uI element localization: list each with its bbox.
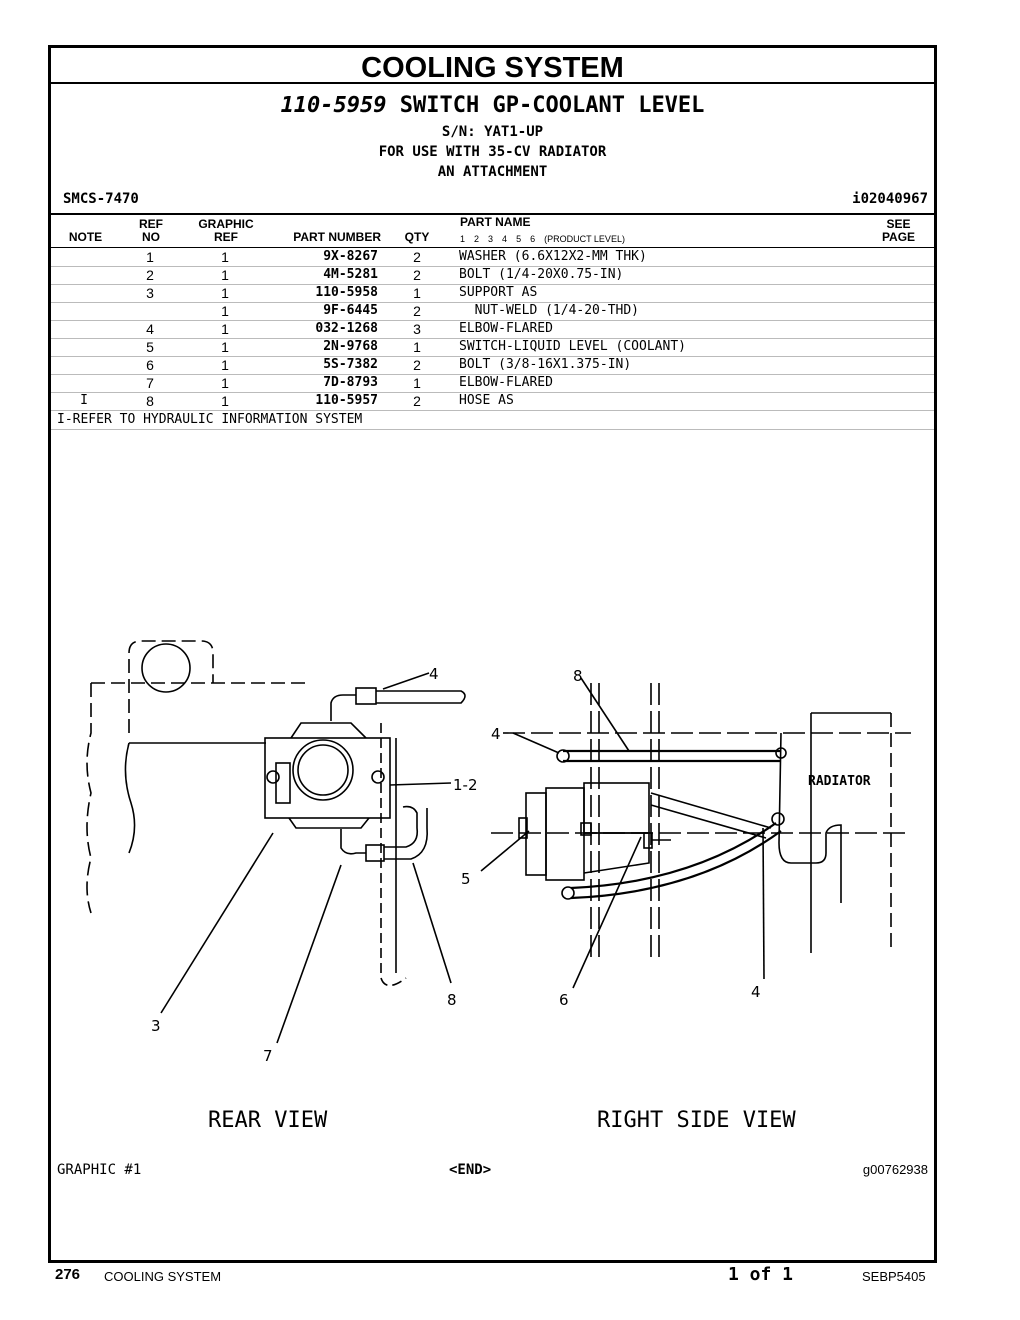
radiator-label: RADIATOR bbox=[808, 774, 871, 789]
callout-label: 1-2 bbox=[453, 776, 478, 794]
col-part-number: PART NUMBER bbox=[293, 230, 381, 244]
parts-illustration: 4 1-2 5 3 7 8 8 4 6 4 RADIATOR REAR VIEW… bbox=[86, 640, 911, 1133]
callout-label: 6 bbox=[559, 991, 569, 1009]
group-part-name: SWITCH GP-COOLANT LEVEL bbox=[399, 93, 705, 118]
callout-label: 3 bbox=[151, 1017, 161, 1035]
page-count: 1 of 1 bbox=[728, 1264, 794, 1285]
page-frame: COOLING SYSTEM 110-5959 SWITCH GP-COOLAN… bbox=[48, 45, 937, 1263]
callout-label: 7 bbox=[263, 1047, 273, 1065]
illustration-id: i02040967 bbox=[852, 191, 928, 207]
footnote: I-REFER TO HYDRAULIC INFORMATION SYSTEM bbox=[57, 412, 363, 427]
smcs-code: SMCS-7470 bbox=[63, 191, 139, 207]
right-side-view-label: RIGHT SIDE VIEW bbox=[597, 1108, 796, 1133]
group-title: 110-5959 SWITCH GP-COOLANT LEVEL bbox=[51, 93, 934, 118]
header-divider bbox=[51, 213, 934, 215]
callout-label: 8 bbox=[573, 667, 583, 685]
page-title: COOLING SYSTEM bbox=[51, 48, 934, 84]
group-part-number: 110-5959 bbox=[280, 93, 387, 118]
callout-label: 5 bbox=[461, 870, 471, 888]
col-see-bottom: PAGE bbox=[881, 230, 916, 244]
col-graphic-top: GRAPHIC bbox=[198, 217, 254, 231]
col-ref-bottom: NO bbox=[142, 230, 160, 244]
col-ref-top: REF bbox=[139, 217, 163, 231]
use-note: FOR USE WITH 35-CV RADIATOR bbox=[378, 144, 607, 160]
callout-label: 4 bbox=[429, 665, 439, 683]
columns-divider bbox=[51, 247, 934, 248]
col-part-name: PART NAME bbox=[460, 215, 531, 229]
attachment-note: AN ATTACHMENT bbox=[437, 164, 548, 180]
document-id: SEBP5405 bbox=[862, 1269, 926, 1284]
callout-label: 4 bbox=[491, 725, 501, 743]
rear-view-label: REAR VIEW bbox=[208, 1108, 328, 1133]
col-graphic-bottom: REF bbox=[214, 230, 238, 244]
serial-range: S/N: YAT1-UP bbox=[441, 124, 544, 140]
graphic-id: g00762938 bbox=[862, 1162, 928, 1177]
col-see-top: SEE bbox=[886, 217, 911, 231]
footnote-divider bbox=[51, 429, 934, 430]
end-marker: <END> bbox=[449, 1162, 492, 1178]
rear-view-drawing bbox=[86, 640, 466, 1044]
right-side-view-drawing bbox=[480, 677, 911, 989]
graphic-label: GRAPHIC #1 bbox=[57, 1162, 142, 1178]
callout-label: 4 bbox=[751, 983, 761, 1001]
footer-section: COOLING SYSTEM bbox=[104, 1269, 222, 1284]
col-note: NOTE bbox=[68, 230, 103, 244]
col-qty: QTY bbox=[404, 230, 430, 244]
page-number: 276 bbox=[55, 1266, 81, 1283]
callout-label: 8 bbox=[447, 991, 457, 1009]
